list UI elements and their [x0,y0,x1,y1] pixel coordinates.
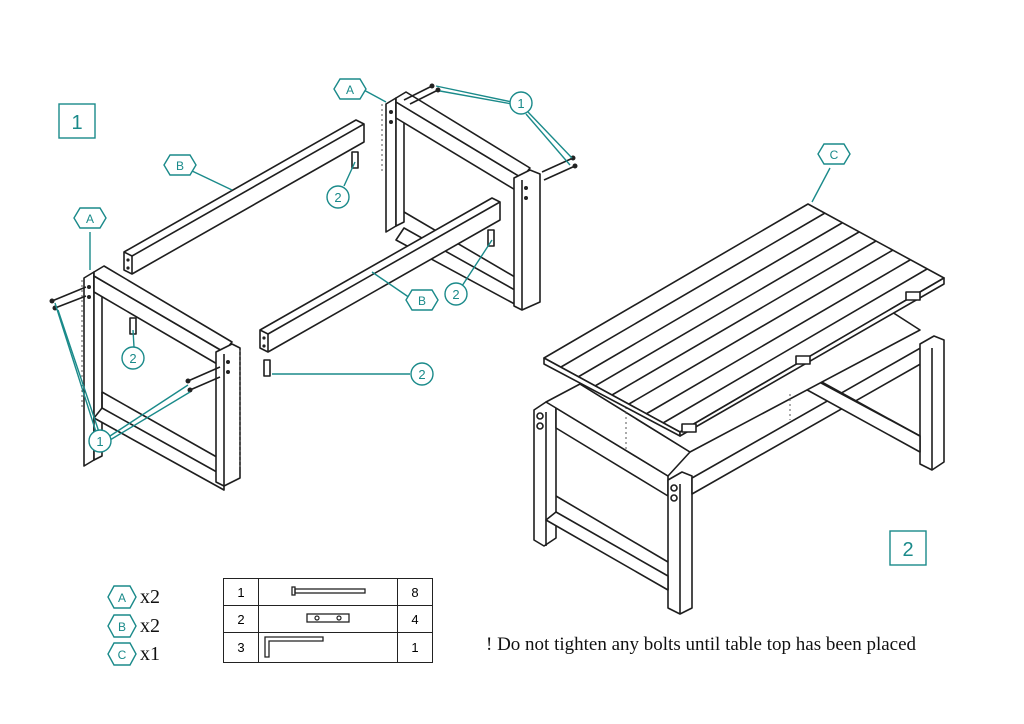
svg-text:2: 2 [129,351,136,366]
part-id: 3 [223,632,259,663]
legend-hex-b: B [107,614,137,638]
callout-c: C [811,143,851,203]
legend-qty-b: x2 [140,615,160,637]
parts-table: 1 8 2 4 3 1 [223,578,433,663]
end-frame-a-front [81,265,241,491]
callout-b-lower: B [371,271,439,311]
svg-text:B: B [118,620,126,634]
callout-a-rear: A [333,78,387,103]
callout-2-a: 2 [326,161,356,209]
part-qty: 1 [397,632,433,663]
bolt-icon [258,578,398,606]
barrel-nut-4 [263,359,271,377]
svg-text:C: C [118,648,127,662]
legend-qty-c: x1 [140,643,160,665]
legend-hex-a: A [107,585,137,609]
svg-text:A: A [118,591,126,605]
svg-text:B: B [176,159,184,173]
svg-text:2: 2 [452,287,459,302]
callout-a-front: A [73,207,107,270]
callout-1-front: 1 [54,302,191,453]
svg-text:B: B [418,294,426,308]
bolts-rear-top [403,83,441,105]
table-row: 2 4 [223,605,433,633]
svg-text:A: A [86,212,94,226]
barrel-nut-3 [487,229,495,247]
callout-2-d: 2 [272,362,434,386]
callout-b-upper: B [163,154,233,191]
barrel-nut-icon [258,605,398,633]
step-1-label: 1 [71,112,82,134]
part-qty: 4 [397,605,433,633]
bolts-front-left [49,286,87,311]
callout-2-c: 2 [444,239,493,306]
bolts-front-right [185,366,221,393]
part-id: 1 [223,578,259,606]
hex-key-icon [258,632,398,663]
step-2-label: 2 [902,539,913,561]
legend-qty-a: x2 [140,586,160,608]
svg-text:1: 1 [517,96,524,111]
svg-text:A: A [346,83,354,97]
svg-text:C: C [830,148,839,162]
callout-1-rear: 1 [435,85,573,166]
callout-2-b: 2 [121,329,145,370]
legend-hex-c: C [107,642,137,666]
step-1-box: 1 [58,103,96,139]
svg-text:1: 1 [96,434,103,449]
step-2-box: 2 [889,530,927,566]
assembly-note: ! Do not tighten any bolts until table t… [486,634,917,655]
beam-b-upper [123,119,365,275]
table-top-c [543,203,945,437]
barrel-nut-1 [351,151,359,169]
svg-text:2: 2 [334,190,341,205]
part-qty: 8 [397,578,433,606]
part-id: 2 [223,605,259,633]
bolts-rear-right [541,155,578,181]
svg-text:2: 2 [418,367,425,382]
table-row: 1 8 [223,578,433,606]
beam-b-lower [259,197,501,353]
end-frame-a-rear [381,91,541,311]
table-row: 3 1 [223,632,433,663]
